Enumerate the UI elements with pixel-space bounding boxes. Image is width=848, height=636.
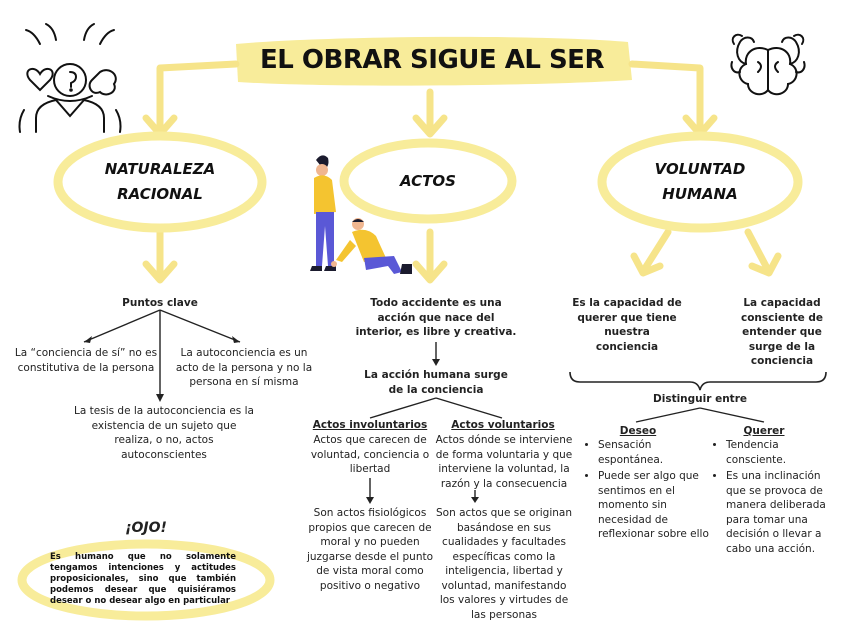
actos-voluntarios-title: Actos voluntarios bbox=[451, 419, 555, 431]
querer-item: Es una inclinación que se provoca de man… bbox=[726, 469, 842, 556]
bubble-actos-label: ACTOS bbox=[400, 172, 456, 190]
ojo-title: ¡OJO! bbox=[125, 520, 167, 536]
title-highlight bbox=[236, 36, 632, 86]
bubble-voluntad bbox=[597, 131, 803, 233]
tesis-autoconciencia-text: La tesis de la autoconciencia es la exis… bbox=[74, 405, 254, 461]
naturaleza-connectors bbox=[83, 309, 241, 398]
top-arrows bbox=[142, 60, 782, 284]
people-illustration bbox=[310, 155, 412, 274]
deseo-list: Sensación espontánea. Puede ser algo que… bbox=[584, 438, 710, 544]
deseo-title: Deseo bbox=[619, 425, 657, 437]
capacidad-querer-text: Es la capacidad de querer que tiene nues… bbox=[572, 297, 682, 353]
distinguir-brace bbox=[569, 371, 827, 391]
actos-involuntarios-title: Actos involuntarios bbox=[312, 419, 428, 431]
querer-item: Tendencia consciente. bbox=[726, 438, 842, 467]
autoconciencia-acto-text: La autoconciencia es un acto de la perso… bbox=[175, 347, 313, 388]
puntos-clave-label: Puntos clave bbox=[122, 297, 198, 309]
deseo-item: Sensación espontánea. bbox=[598, 438, 710, 467]
person-thoughts-icon bbox=[18, 23, 122, 133]
capacidad-entender-text: La capacidad consciente de entender que … bbox=[740, 297, 824, 367]
brain-muscles-icon bbox=[730, 33, 806, 96]
actos-involuntarios-detail: Son actos fisiológicos propios que carec… bbox=[306, 507, 434, 592]
bubble-actos bbox=[339, 138, 517, 224]
actos-involuntarios-desc: Actos que carecen de voluntad, concienci… bbox=[310, 434, 430, 475]
accion-humana-text: La acción humana surge de la conciencia bbox=[364, 369, 508, 396]
bubble-naturaleza-label: NATURALEZA RACIONAL bbox=[104, 160, 216, 203]
ojo-bubble bbox=[17, 539, 275, 621]
querer-list: Tendencia consciente. Es una inclinación… bbox=[712, 438, 842, 558]
ojo-text: Es humano que no solamente tengamos inte… bbox=[50, 552, 236, 606]
actos-voluntarios-desc: Actos dónde se interviene de forma volun… bbox=[435, 434, 573, 490]
actos-voluntarios-detail: Son actos que se originan basándose en s… bbox=[436, 507, 573, 621]
page-title: EL OBRAR SIGUE AL SER bbox=[260, 45, 604, 75]
conciencia-de-si-text: La “conciencia de sí” no es constitutiva… bbox=[14, 347, 158, 374]
bubble-voluntad-label: VOLUNTAD HUMANA bbox=[654, 160, 746, 203]
bubble-naturaleza bbox=[53, 131, 267, 233]
distinguir-entre-label: Distinguir entre bbox=[653, 393, 747, 405]
todo-accidente-text: Todo accidente es una acción que nace de… bbox=[355, 297, 517, 338]
querer-title: Querer bbox=[743, 425, 785, 437]
deseo-item: Puede ser algo que sentimos en el moment… bbox=[598, 469, 710, 542]
